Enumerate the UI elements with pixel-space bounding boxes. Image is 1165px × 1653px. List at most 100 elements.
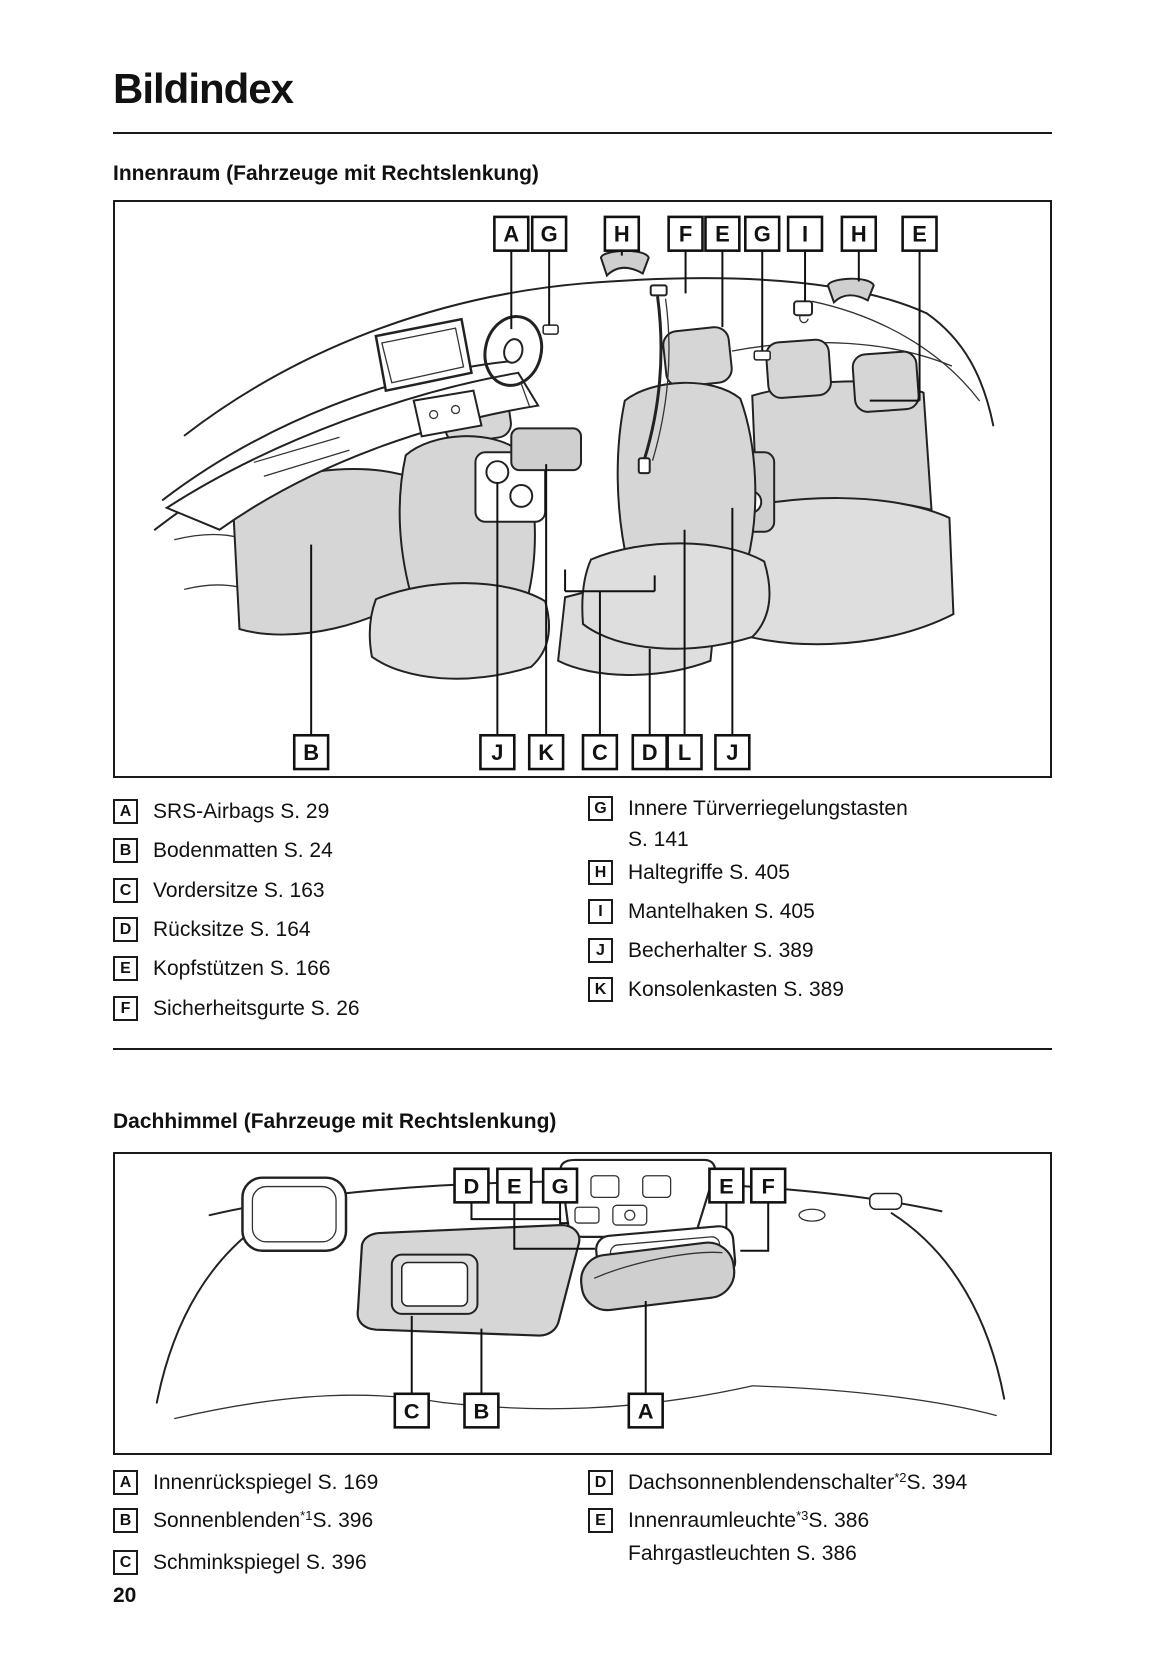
legend-item: G Innere Türverriegelungstasten S. 141 — [588, 794, 1009, 854]
legend-label: Sonnenblenden*1S. 396 — [153, 1508, 374, 1532]
callout: G — [530, 215, 568, 252]
callout-letter: E — [715, 222, 730, 247]
callout-letter: B — [303, 740, 319, 765]
console-box — [510, 427, 583, 472]
callout-letter: E — [912, 222, 927, 247]
legend-key: D — [588, 1470, 613, 1495]
callout: E — [496, 1167, 533, 1204]
callout: J — [479, 733, 516, 771]
callout: J — [714, 733, 751, 771]
legend-label: Rücksitze S. 164 — [153, 918, 311, 941]
callout: I — [786, 215, 824, 252]
legend-key: G — [588, 796, 613, 821]
rear-headrest-left — [765, 338, 832, 399]
callout-letter: F — [762, 1174, 775, 1199]
callout-letter: K — [538, 740, 554, 765]
legend-label: Vordersitze S. 163 — [153, 879, 325, 902]
legend-key: C — [113, 1550, 138, 1575]
dashboard — [164, 317, 540, 531]
legend-key: F — [113, 996, 138, 1021]
callout-letter: A — [503, 222, 519, 247]
legend-key: A — [113, 1470, 138, 1495]
callout-boxes-bottom: B J K C D L J — [292, 733, 751, 771]
callout-boxes-top: A G H F E G I H E — [493, 215, 938, 252]
callout: H — [840, 215, 878, 252]
legend-key: D — [113, 917, 138, 942]
legend-label: Konsolenkasten S. 389 — [628, 978, 844, 1001]
callout: D — [453, 1167, 490, 1204]
front-headrest — [662, 326, 733, 388]
legend-item: B Sonnenblenden*1S. 396 — [113, 1506, 373, 1537]
rear-bench-seat — [709, 338, 955, 646]
legend-key: C — [113, 878, 138, 903]
callout-boxes-top: D E G E F — [453, 1167, 787, 1204]
legend-item: C Schminkspiegel S. 396 — [113, 1548, 367, 1579]
callout-letter: I — [802, 222, 808, 247]
steering-wheel — [483, 315, 544, 407]
grab-handle-rear — [826, 277, 875, 305]
infotainment-screen — [374, 317, 473, 393]
callout-letter: G — [754, 222, 771, 247]
legend-item: A SRS-Airbags S. 29 — [113, 797, 329, 826]
legend-label: Kopfstützen S. 166 — [153, 957, 331, 980]
callout: B — [292, 733, 330, 771]
legend-item: A Innenrückspiegel S. 169 — [113, 1468, 378, 1499]
callout: H — [603, 215, 641, 252]
callout-letter: H — [851, 222, 867, 247]
callout-letter: H — [614, 222, 630, 247]
section-heading-dachhimmel: Dachhimmel (Fahrzeuge mit Rechtslenkung) — [113, 1110, 557, 1134]
legend-item: E Innenraumleuchte*3S. 386 Fahrgastleuch… — [588, 1506, 1138, 1568]
callout: G — [541, 1167, 579, 1204]
legend-key: H — [588, 860, 613, 885]
roof-vent — [798, 1208, 826, 1222]
callout: A — [493, 215, 530, 252]
legend-key: J — [588, 938, 613, 963]
callout-letter: D — [642, 740, 658, 765]
seat-belt — [637, 284, 670, 475]
legend-item: D Rücksitze S. 164 — [113, 915, 311, 944]
rear-headrest-right — [851, 350, 920, 413]
legend-label: Sicherheitsgurte S. 26 — [153, 997, 360, 1020]
sun-visor — [356, 1223, 581, 1337]
callout-letter: L — [678, 740, 691, 765]
callout-boxes-bottom: C B A — [393, 1392, 664, 1429]
headliner-line-drawing: D E G E F C B A — [155, 1158, 1006, 1429]
callout-letter: D — [464, 1174, 480, 1199]
legend-key: E — [588, 1508, 613, 1533]
door-lock-button-rear — [753, 350, 771, 361]
grab-handle-front — [599, 249, 650, 278]
figure-headliner: D E G E F C B A — [113, 1152, 1052, 1455]
map-light-right — [642, 1175, 672, 1199]
legend-key: I — [588, 899, 613, 924]
callout-letter: J — [726, 740, 738, 765]
legend-label: Innere Türverriegelungstasten — [628, 797, 908, 820]
callout: A — [627, 1392, 664, 1429]
door-lock-button-front — [542, 324, 559, 335]
callout-letter: E — [507, 1174, 522, 1199]
callout: D — [631, 733, 668, 771]
legend-key: A — [113, 799, 138, 824]
legend-label: Schminkspiegel S. 396 — [153, 1551, 367, 1574]
roof-trim-clip — [869, 1192, 903, 1211]
legend-item: C Vordersitze S. 163 — [113, 876, 325, 905]
page-number: 20 — [113, 1584, 137, 1607]
legend-label: Innenrückspiegel S. 169 — [153, 1471, 379, 1494]
legend-label: Innenraumleuchte*3S. 386 — [628, 1508, 870, 1532]
sunroof — [241, 1176, 348, 1252]
callout-letter: F — [679, 222, 692, 247]
legend-item: F Sicherheitsgurte S. 26 — [113, 994, 360, 1023]
front-seat-center — [581, 326, 771, 650]
coat-hook — [793, 300, 814, 324]
legend-item: D Dachsonnenblendenschalter*2S. 394 — [588, 1468, 967, 1499]
legend-label: SRS-Airbags S. 29 — [153, 800, 330, 823]
legend-label: Dachsonnenblendenschalter*2S. 394 — [628, 1470, 968, 1494]
callout-letter: J — [491, 740, 503, 765]
callout: C — [581, 733, 619, 771]
callout: L — [666, 733, 703, 771]
legend-key: B — [113, 838, 138, 863]
legend-key: B — [113, 1508, 138, 1533]
